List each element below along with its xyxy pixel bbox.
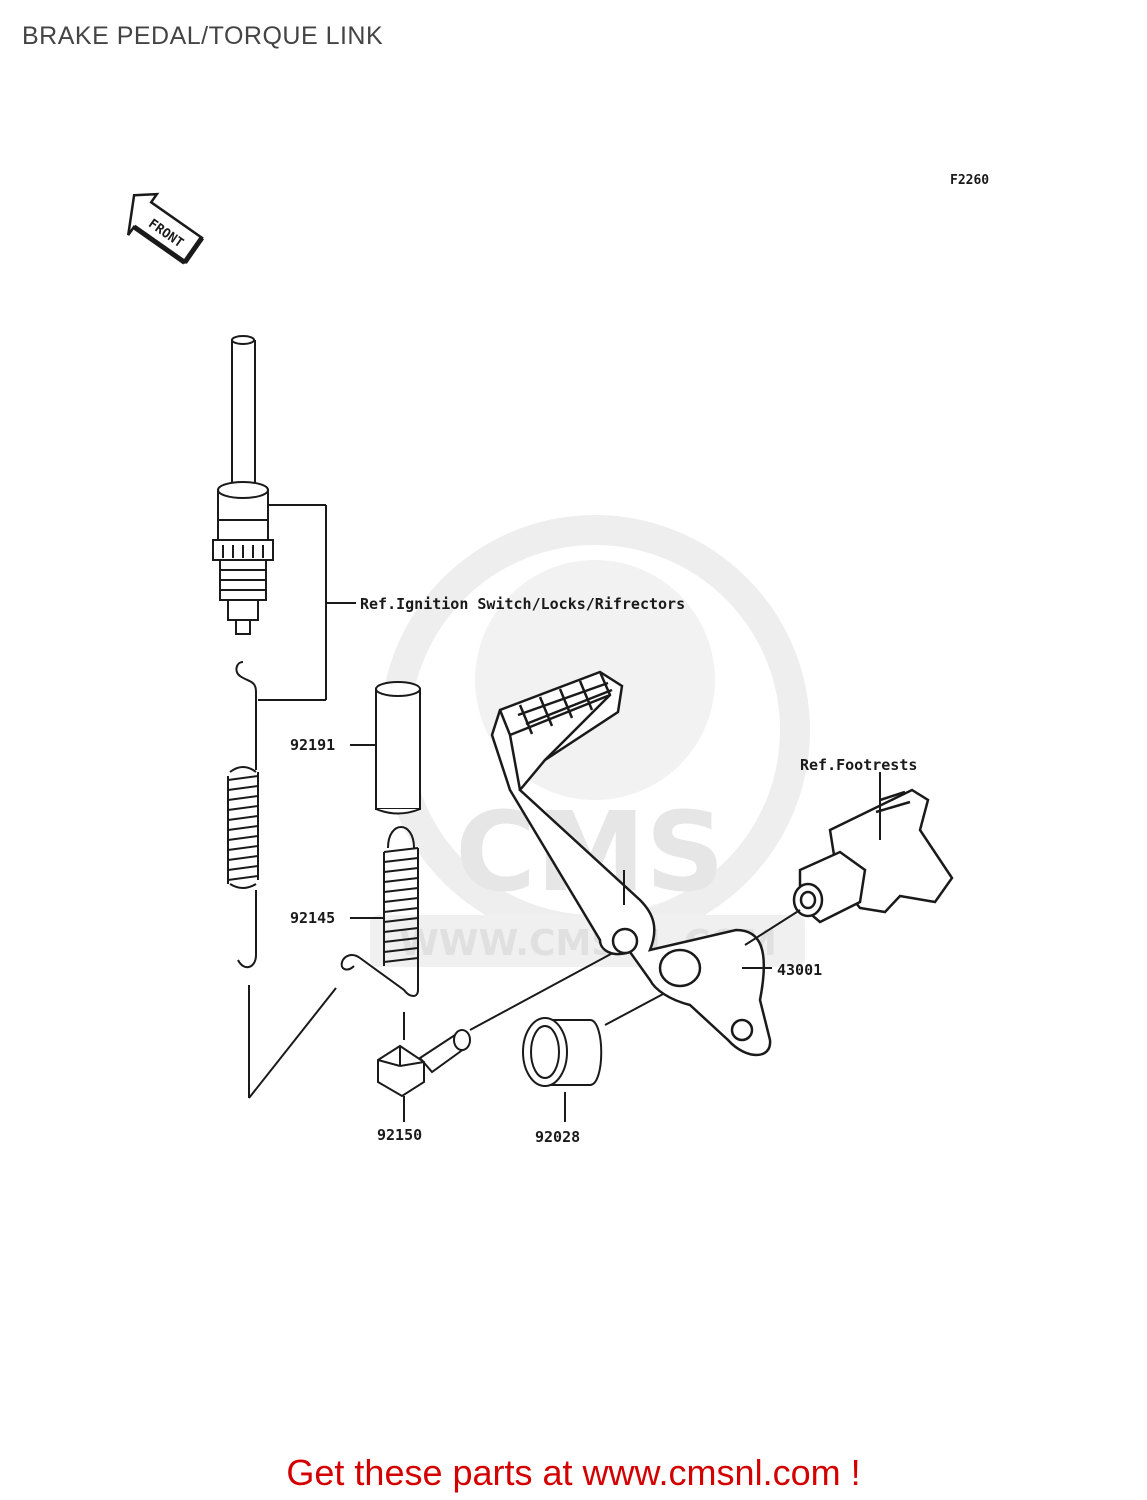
front-arrow-icon: FRONT (126, 192, 204, 265)
part-number-92028: 92028 (535, 1128, 580, 1146)
part-number-43001: 43001 (777, 961, 822, 979)
ref-ignition-label: Ref.Ignition Switch/Locks/Rifrectors (360, 595, 685, 613)
switch-spring (227, 661, 259, 969)
promo-banner[interactable]: Get these parts at www.cmsnl.com ! (286, 1452, 861, 1493)
figure-code: F2260 (950, 173, 989, 188)
switch-bracket (258, 504, 356, 701)
part-number-92150: 92150 (377, 1126, 422, 1144)
bushing-92028 (522, 1017, 603, 1087)
collar-92191 (375, 681, 421, 815)
footrest-bracket (792, 788, 954, 924)
brake-light-rod (231, 335, 256, 485)
pivot-bolt-92150 (377, 1029, 471, 1098)
return-spring-92145 (340, 826, 419, 997)
ref-footrests-label: Ref.Footrests (800, 756, 917, 774)
spring-leader-lines (248, 985, 337, 1099)
part-number-92191: 92191 (290, 736, 335, 754)
brake-pedal-43001 (490, 670, 772, 1057)
brake-light-switch (212, 481, 274, 635)
part-number-92145: 92145 (290, 909, 335, 927)
page-title: BRAKE PEDAL/TORQUE LINK (22, 22, 384, 50)
